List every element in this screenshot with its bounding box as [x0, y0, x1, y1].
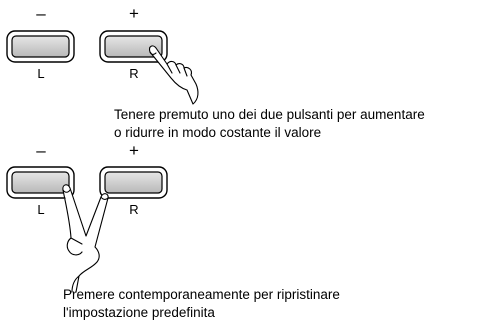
- top-caption-line1: Tenere premuto uno dei due pulsanti per …: [114, 107, 425, 122]
- bottom-minus-button[interactable]: [6, 166, 75, 199]
- bottom-plus-sign: +: [129, 141, 139, 160]
- bottom-right-label: R: [129, 202, 139, 217]
- top-minus-button[interactable]: [6, 30, 75, 63]
- top-plus-button[interactable]: [99, 30, 168, 63]
- bottom-plus-button[interactable]: [99, 166, 168, 199]
- top-right-label: R: [129, 66, 139, 81]
- top-plus-sign: +: [129, 4, 139, 23]
- top-caption-line2: o ridurre in modo costante il valore: [114, 125, 322, 140]
- two-finger-hand-icon: [62, 184, 109, 293]
- bottom-minus-sign: –: [36, 141, 46, 160]
- bottom-caption-line1: Premere contemporaneamente per ripristin…: [63, 287, 340, 302]
- pressing-hand-icon: [149, 45, 199, 105]
- top-minus-sign: –: [36, 4, 46, 23]
- top-left-label: L: [37, 66, 45, 81]
- top-caption: Tenere premuto uno dei due pulsanti per …: [114, 106, 425, 142]
- bottom-caption: Premere contemporaneamente per ripristin…: [63, 286, 340, 322]
- bottom-caption-line2: l'impostazione predefinita: [63, 305, 215, 320]
- bottom-left-label: L: [37, 202, 45, 217]
